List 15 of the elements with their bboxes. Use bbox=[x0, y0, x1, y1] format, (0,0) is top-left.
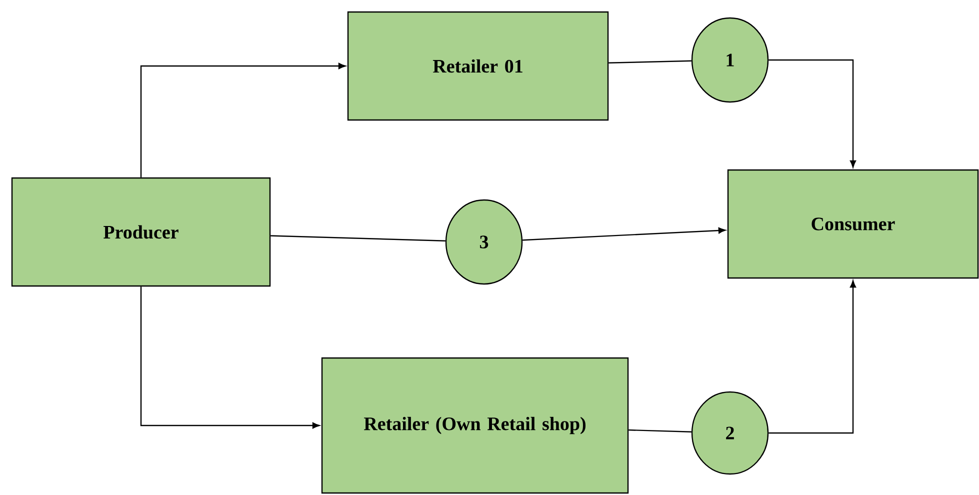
process-box: Producer bbox=[11, 177, 271, 287]
connector-line bbox=[270, 235, 446, 242]
process-box: Retailer 01 bbox=[347, 11, 609, 121]
circle-node: 2 bbox=[691, 391, 769, 475]
circle-node: 3 bbox=[445, 199, 523, 285]
arrow bbox=[768, 280, 856, 434]
process-box: Retailer (Own Retail shop) bbox=[321, 357, 629, 494]
arrow bbox=[140, 286, 320, 429]
circle-node: 1 bbox=[691, 17, 769, 103]
process-box: Consumer bbox=[727, 169, 979, 279]
connector-line bbox=[608, 60, 692, 64]
arrow bbox=[768, 59, 856, 168]
arrow bbox=[140, 62, 346, 178]
connector-line bbox=[628, 429, 692, 432]
arrow bbox=[522, 227, 726, 241]
